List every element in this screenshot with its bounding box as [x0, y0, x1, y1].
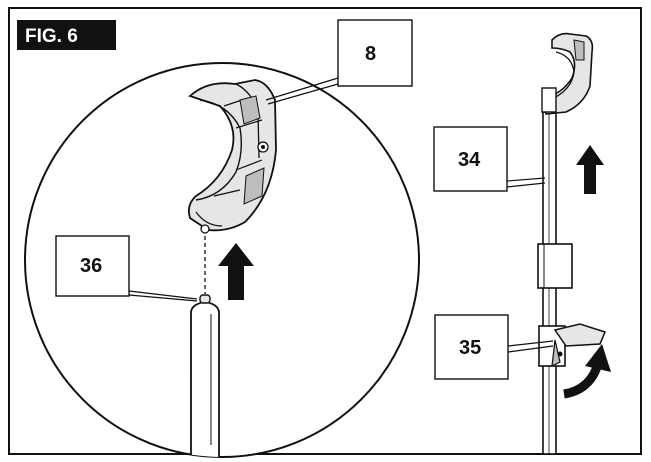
locking-clamp [538, 323, 607, 368]
callout-8: 8 [265, 19, 413, 105]
figure-title: FIG. 6 [25, 26, 78, 47]
callout-8-label: 8 [365, 43, 376, 65]
callout-34: 34 [433, 126, 546, 192]
curved-holder-part [187, 79, 277, 234]
callout-35-label: 35 [459, 337, 481, 359]
pole-top-holder [541, 32, 594, 115]
pole-assembly [537, 32, 611, 455]
tube-top-detail [190, 294, 220, 457]
up-arrow-pole-icon [576, 145, 604, 194]
callout-35: 35 [434, 314, 554, 380]
rotate-lever-arrow-icon [563, 344, 611, 399]
callout-36-label: 36 [80, 255, 102, 277]
detail-view: 36 [24, 62, 420, 458]
pole-sleeve [537, 243, 573, 289]
up-arrow-detail-icon [218, 243, 254, 300]
callout-36: 36 [55, 235, 198, 302]
callout-34-label: 34 [458, 149, 481, 171]
figure-title-badge: FIG. 6 [17, 20, 116, 50]
